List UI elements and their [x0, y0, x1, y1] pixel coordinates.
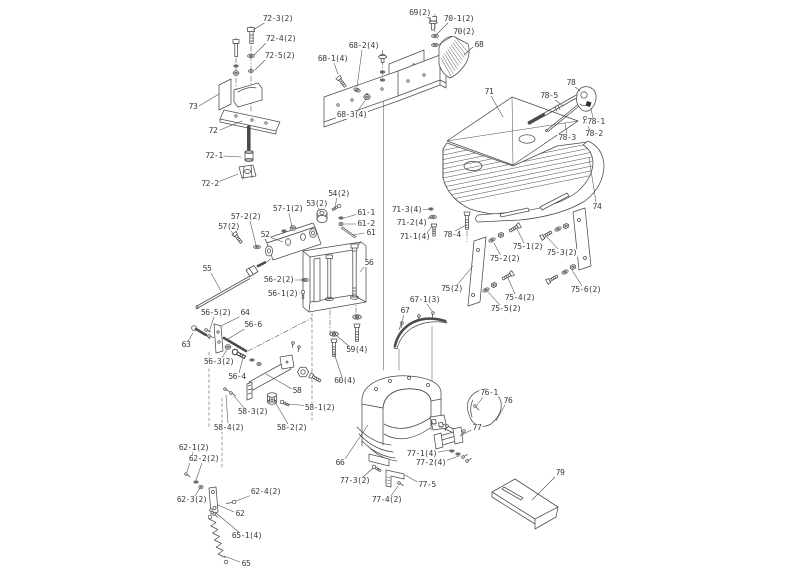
part-label-72-5(2): 72-5(2) [263, 51, 297, 60]
part-label-71: 71 [483, 87, 495, 96]
part-label-62-3(2): 62-3(2) [175, 495, 209, 504]
part-label-71-3(4): 71-3(4) [390, 205, 424, 214]
part-label-56-3(2): 56-3(2) [202, 357, 236, 366]
part-label-61-1: 61-1 [356, 208, 376, 217]
part-label-78-3: 78-3 [557, 133, 577, 142]
part-label-78-1: 78-1 [586, 117, 606, 126]
part-68-motor-mount-assembly [323, 16, 470, 128]
part-label-62-4(2): 62-4(2) [249, 487, 283, 496]
part-label-68-2(4): 68-2(4) [347, 41, 381, 50]
part-label-77-3(2): 77-3(2) [338, 476, 372, 485]
part-label-77-4(2): 77-4(2) [370, 495, 404, 504]
part-label-72-3(2): 72-3(2) [261, 14, 295, 23]
part-label-72-1: 72-1 [204, 151, 224, 160]
part-label-57(2): 57(2) [217, 222, 241, 231]
part-label-77-1(4): 77-1(4) [405, 449, 439, 458]
part-label-58-4(2): 58-4(2) [212, 423, 246, 432]
part-74-curved-wing [475, 140, 605, 223]
part-label-75-3(2): 75-3(2) [545, 248, 579, 257]
part-label-78: 78 [565, 78, 577, 87]
part-label-72-2: 72-2 [200, 179, 220, 188]
part-label-75-1(2): 75-1(2) [511, 242, 545, 251]
part-label-67-1(3): 67-1(3) [408, 295, 442, 304]
part-label-77-2(4): 77-2(4) [414, 458, 448, 467]
part-label-52: 52 [259, 230, 271, 239]
part-label-76: 76 [502, 396, 514, 405]
part-79-insert-plate [491, 478, 559, 530]
part-label-75-2(2): 75-2(2) [488, 254, 522, 263]
part-label-77-5: 77-5 [417, 480, 437, 489]
part-label-74: 74 [591, 202, 603, 211]
part-label-54(2): 54(2) [327, 189, 351, 198]
part-label-73: 73 [187, 102, 199, 111]
part-label-58-2(2): 58-2(2) [275, 423, 309, 432]
part-58-63-64-assembly [191, 323, 323, 408]
part-label-75(2): 75(2) [440, 284, 464, 293]
part-label-56-5(2): 56-5(2) [199, 308, 233, 317]
part-62-65-spring-assembly [183, 471, 237, 565]
part-73-72-bracket-assembly [218, 27, 281, 180]
part-label-76-1: 76-1 [479, 388, 499, 397]
part-label-56: 56 [363, 258, 375, 267]
part-label-78-2: 78-2 [584, 129, 604, 138]
part-label-72: 72 [207, 126, 219, 135]
part-67-deflector [393, 310, 448, 350]
leader-lines [186, 15, 597, 563]
part-label-75-5(2): 75-5(2) [489, 304, 523, 313]
part-75-brackets [467, 207, 592, 307]
part-label-60(4): 60(4) [333, 376, 357, 385]
part-label-68-3(4): 68-3(4) [335, 110, 369, 119]
part-label-61-2: 61-2 [356, 219, 376, 228]
part-label-61: 61 [365, 228, 377, 237]
part-label-59(4): 59(4) [345, 345, 369, 354]
part-label-78-5: 78-5 [539, 91, 559, 100]
part-label-68: 68 [473, 40, 485, 49]
part-label-70(2): 70(2) [452, 27, 476, 36]
part-label-64: 64 [239, 308, 251, 317]
part-label-69(2): 69(2) [408, 8, 432, 17]
part-label-53(2): 53(2) [305, 199, 329, 208]
part-label-57-1(2): 57-1(2) [271, 204, 305, 213]
part-label-66: 66 [334, 458, 346, 467]
part-label-56-6: 56-6 [243, 320, 263, 329]
part-label-75-4(2): 75-4(2) [503, 293, 537, 302]
part-label-56-4: 56-4 [227, 372, 247, 381]
part-label-56-1(2): 56-1(2) [266, 289, 300, 298]
part-52-55-56-rail-assembly [195, 203, 367, 357]
part-label-56-2(2): 56-2(2) [262, 275, 296, 284]
part-label-58-3(2): 58-3(2) [236, 407, 270, 416]
part-label-58: 58 [291, 386, 303, 395]
part-label-65: 65 [240, 559, 252, 568]
part-label-79: 79 [554, 468, 566, 477]
part-label-67: 67 [399, 306, 411, 315]
part-label-71-2(4): 71-2(4) [395, 218, 429, 227]
part-71-74-table-assembly [428, 86, 605, 237]
part-label-75-6(2): 75-6(2) [569, 285, 603, 294]
part-label-58-1(2): 58-1(2) [303, 403, 337, 412]
part-label-70-1(2): 70-1(2) [442, 14, 476, 23]
part-label-55: 55 [201, 264, 213, 273]
part-label-71-1(4): 71-1(4) [398, 232, 432, 241]
part-label-68-1(4): 68-1(4) [316, 54, 350, 63]
part-label-57-2(2): 57-2(2) [229, 212, 263, 221]
part-label-63: 63 [180, 340, 192, 349]
part-label-62-1(2): 62-1(2) [177, 443, 211, 452]
part-label-65-1(4): 65-1(4) [230, 531, 264, 540]
part-label-77: 77 [471, 423, 483, 432]
part-label-62-2(2): 62-2(2) [187, 454, 221, 463]
part-label-62: 62 [234, 509, 246, 518]
part-66-housing-assembly [356, 375, 502, 488]
part-label-78-4: 78-4 [442, 230, 462, 239]
part-label-72-4(2): 72-4(2) [264, 34, 298, 43]
